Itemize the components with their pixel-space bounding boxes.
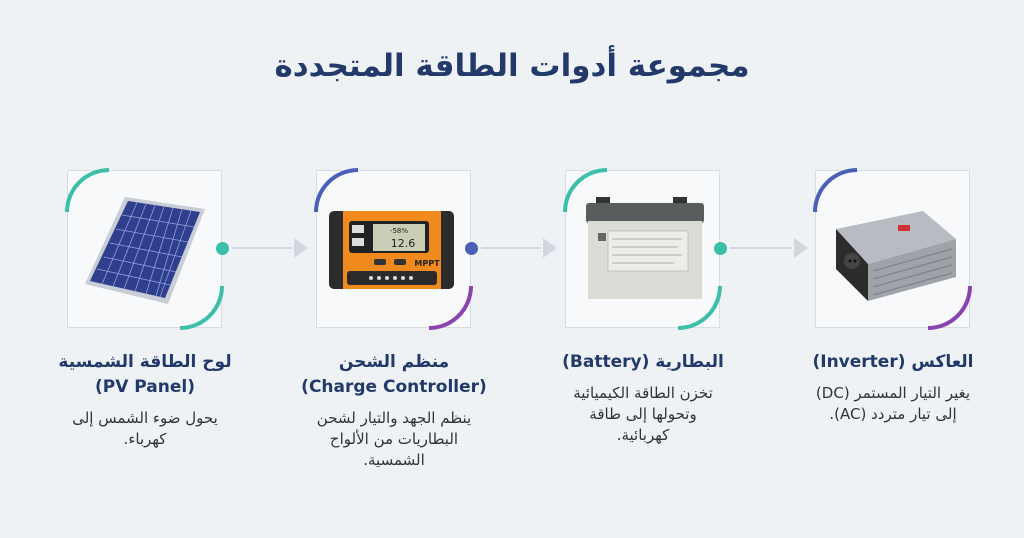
card-charge-controller: -58% 12.6 MPPT [314, 168, 478, 330]
description: تخزن الطاقة الكيميائية وتحولها إلى طاقة … [573, 384, 713, 444]
arrow-right-icon [543, 238, 557, 258]
card-battery [563, 168, 727, 330]
heading-en: (PV Panel) [94, 377, 196, 397]
battery-icon [586, 197, 704, 299]
caption-inverter: العاكس (Inverter) يغير التيار المستمر (D… [773, 350, 1013, 425]
heading-en: (Charge Controller) [301, 377, 487, 397]
display-top: -58% [390, 227, 408, 235]
connector-line [730, 247, 792, 249]
heading-ar: لوح الطاقة الشمسية [58, 352, 232, 372]
caption-battery: البطارية (Battery) تخزن الطاقة الكيميائي… [523, 350, 763, 446]
description: يغير التيار المستمر (DC) إلى تيار متردد … [815, 384, 971, 423]
heading-ar: العاكس (Inverter) [812, 352, 974, 372]
connector-dot [714, 242, 727, 255]
connector-dot [216, 242, 229, 255]
solar-panel-icon [85, 197, 205, 304]
heading-ar: البطارية (Battery) [562, 352, 724, 372]
connector-line [481, 247, 541, 249]
card-inverter [813, 168, 972, 330]
description: ينظم الجهد والتيار لشحن البطاريات من الأ… [316, 409, 472, 469]
caption-charge-controller: منظم الشحن (Charge Controller) ينظم الجه… [274, 350, 514, 471]
connector-line [232, 247, 292, 249]
display-main: 12.6 [391, 237, 416, 250]
charge-controller-icon: -58% 12.6 MPPT [329, 211, 454, 289]
caption-pv-panel: لوح الطاقة الشمسية (PV Panel) يحول ضوء ا… [25, 350, 265, 450]
arrow-right-icon [794, 238, 808, 258]
inverter-icon [836, 211, 956, 301]
heading-ar: منظم الشحن [338, 352, 450, 372]
connector-dot [465, 242, 478, 255]
page-title: مجموعة أدوات الطاقة المتجددة [274, 48, 750, 84]
arrow-right-icon [294, 238, 308, 258]
brand-label: MPPT [414, 259, 440, 268]
description: يحول ضوء الشمس إلى كهرباء. [72, 409, 218, 448]
card-pv-panel [65, 168, 229, 330]
